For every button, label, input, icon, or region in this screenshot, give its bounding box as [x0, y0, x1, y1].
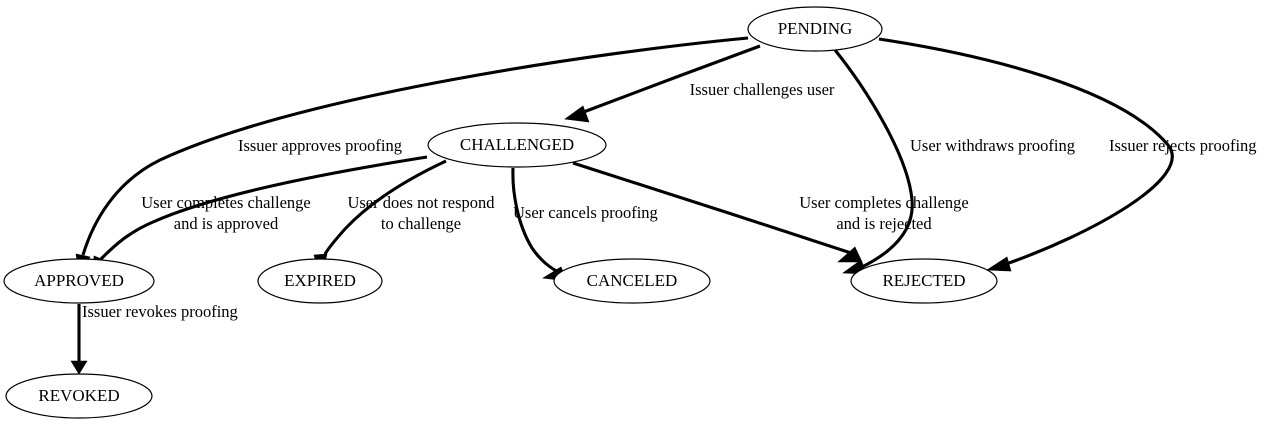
edge-label-approved-revoked: Issuer revokes proofing	[82, 302, 238, 321]
node-shape	[747, 6, 883, 52]
edge-path	[323, 159, 447, 255]
node-shape	[850, 258, 998, 304]
edge-pending-to-challenged	[564, 44, 761, 123]
edge-label-line-2: and is approved	[174, 214, 279, 233]
node-shape	[257, 258, 383, 304]
edge-label-line-1: User completes challenge	[799, 193, 969, 212]
node-label: APPROVED	[34, 271, 124, 290]
edge-label-pending-rejected: Issuer rejects proofing	[1109, 136, 1257, 155]
node-shape	[427, 122, 607, 168]
arrowhead-icon	[837, 246, 863, 263]
edge-label-line-1: User does not respond	[347, 193, 495, 212]
node-shape	[5, 373, 153, 419]
node-label: REVOKED	[38, 386, 119, 405]
edge-pending-to-canceled	[833, 49, 914, 275]
edge-label-challenged-approved: User completes challenge and is approved	[141, 193, 311, 233]
edge-path	[833, 49, 914, 269]
edge-path	[511, 167, 563, 276]
node-approved[interactable]: APPROVED	[3, 258, 155, 304]
edge-pending-to-rejected	[878, 37, 1174, 272]
edge-path	[99, 155, 428, 261]
edge-label-line-2: and is rejected	[836, 214, 932, 233]
node-rejected[interactable]: REJECTED	[850, 258, 998, 304]
edge-path	[580, 44, 761, 115]
edge-label-line-2: to challenge	[381, 214, 461, 233]
edge-label-pending-canceled: User withdraws proofing	[910, 136, 1075, 155]
node-canceled[interactable]: CANCELED	[553, 258, 711, 304]
edge-label-pending-challenged: Issuer challenges user	[690, 80, 835, 99]
node-challenged[interactable]: CHALLENGED	[427, 122, 607, 168]
arrowhead-icon	[70, 360, 88, 375]
edge-path	[81, 36, 749, 256]
edge-challenged-to-canceled	[511, 167, 568, 282]
node-label: PENDING	[778, 19, 853, 38]
node-label: CHALLENGED	[460, 135, 574, 154]
edge-path	[572, 161, 855, 256]
node-shape	[3, 258, 155, 304]
arrowhead-icon	[986, 256, 1012, 272]
node-label: CANCELED	[587, 271, 678, 290]
edge-pending-to-approved	[75, 36, 749, 278]
edge-challenged-to-rejected	[572, 161, 863, 263]
node-label: EXPIRED	[284, 271, 356, 290]
edge-path	[878, 37, 1174, 266]
edge-label-pending-approved: Issuer approves proofing	[238, 136, 402, 155]
edge-label-line-1: User completes challenge	[141, 193, 311, 212]
edge-label-challenged-canceled: User cancels proofing	[513, 203, 658, 222]
node-label: REJECTED	[882, 271, 965, 290]
arrowhead-icon	[564, 105, 590, 123]
node-revoked[interactable]: REVOKED	[5, 373, 153, 419]
edge-label-challenged-rejected: User completes challenge and is rejected	[799, 193, 969, 233]
node-pending[interactable]: PENDING	[747, 6, 883, 52]
edge-approved-to-revoked	[70, 304, 88, 375]
edge-label-challenged-expired: User does not respond to challenge	[347, 193, 495, 233]
node-expired[interactable]: EXPIRED	[257, 258, 383, 304]
node-shape	[553, 258, 711, 304]
